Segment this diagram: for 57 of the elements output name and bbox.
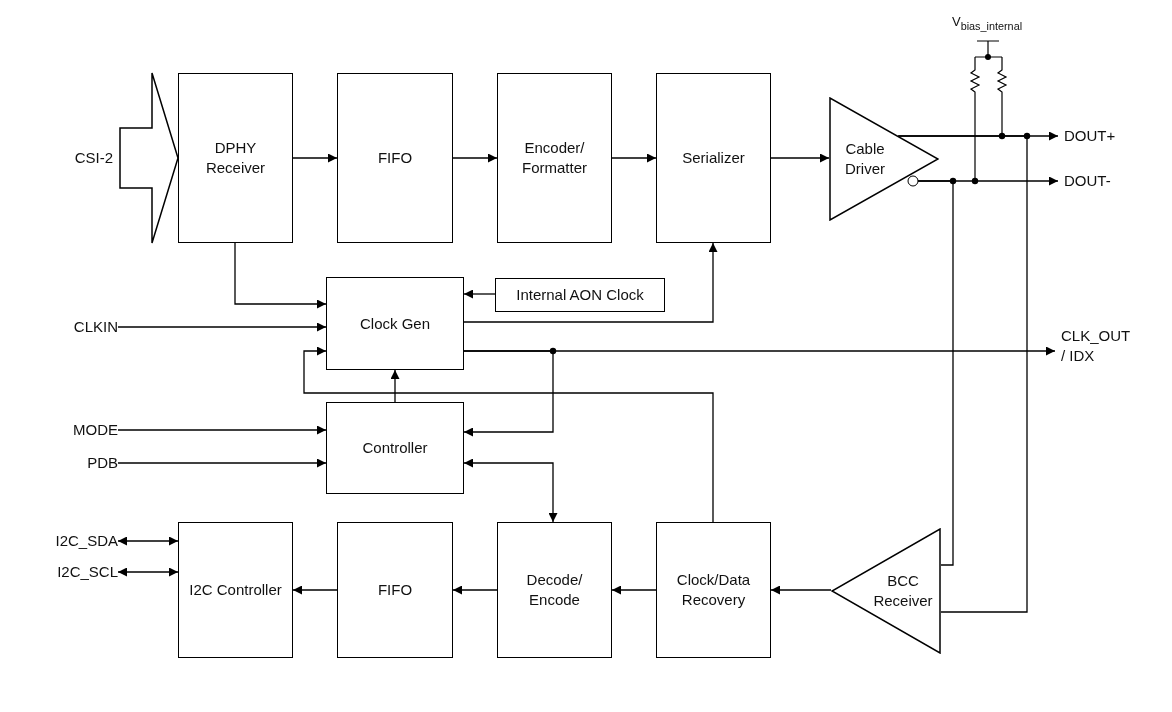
block-box (656, 73, 771, 243)
signal-line (897, 135, 1028, 613)
block-box (337, 522, 453, 658)
arrow (117, 322, 327, 332)
block-label: BCC Receiver (872, 571, 934, 611)
signal-label: PDB (40, 453, 118, 473)
block-box (497, 522, 612, 658)
block-label: Internal AON Clock (515, 285, 645, 305)
arrow (770, 585, 832, 595)
signal-label: DOUT+ (1058, 126, 1148, 146)
block-box (656, 522, 771, 658)
arrow (117, 567, 179, 577)
block-box (497, 73, 612, 243)
arrow (390, 369, 400, 403)
arrow (117, 536, 179, 546)
arrow (117, 458, 327, 468)
block-label: Clock Gen (359, 313, 431, 334)
signal-label: DOUT- (1058, 171, 1148, 191)
block-label: Serializer (681, 148, 746, 168)
supply-label: V$_{bias_internal}$ (952, 14, 1023, 32)
arrow (463, 458, 558, 523)
block-box (495, 278, 665, 312)
arrow (452, 153, 498, 163)
block-label: FIFO (376, 580, 414, 600)
arrow (292, 585, 338, 595)
arrow (303, 346, 714, 523)
block-label: I2C Controller (188, 580, 283, 600)
arrow (770, 153, 830, 163)
signal-label: CLK_OUT / IDX (1055, 326, 1131, 372)
arrow (463, 242, 718, 323)
signal-label: CLKIN (40, 317, 118, 337)
arrow (452, 585, 498, 595)
signal-line (917, 180, 954, 566)
block-label: Decode/ Encode (525, 570, 584, 610)
arrow (611, 585, 657, 595)
block-label: Cable Driver (844, 139, 886, 179)
signal-label: CSI-2 (40, 148, 113, 168)
block-box (326, 402, 464, 494)
block-label: FIFO (376, 148, 414, 168)
block-arrow (119, 72, 179, 244)
block-label: Clock/Data Recovery (675, 570, 752, 610)
signal-label: I2C_SDA (10, 531, 118, 551)
arrow (234, 242, 327, 309)
block-label: Encoder/ Formatter (521, 138, 588, 178)
block-box (326, 277, 464, 370)
block-box (178, 522, 293, 658)
block-label: Controller (361, 438, 429, 458)
arrow (463, 350, 554, 437)
arrow (611, 153, 657, 163)
block-box (178, 73, 293, 243)
arrow (463, 289, 496, 299)
block-box (337, 73, 453, 243)
signal-label: MODE (40, 420, 118, 440)
arrow (292, 153, 338, 163)
signal-label: I2C_SCL (10, 562, 118, 582)
block-label: DPHY Receiver (204, 138, 267, 178)
arrow (117, 425, 327, 435)
